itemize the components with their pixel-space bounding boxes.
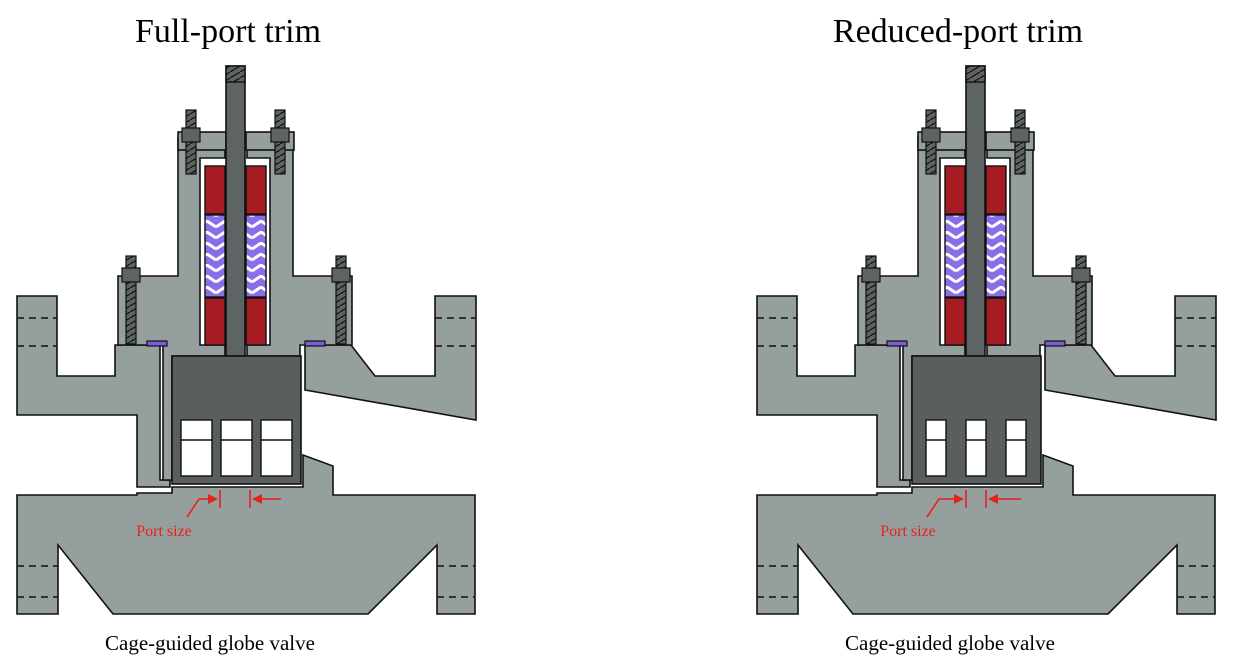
reduced-port-valve: Reduced-port trim Port size Cage-guided bbox=[756, 13, 1217, 655]
right-port-size-label: Port size bbox=[880, 523, 936, 540]
full-port-valve-body bbox=[16, 65, 477, 615]
right-panel-caption: Cage-guided globe valve bbox=[845, 631, 1055, 655]
left-port-size-label: Port size bbox=[136, 523, 192, 540]
reduced-port-size-arrows bbox=[926, 490, 1021, 518]
full-port-cage-windows bbox=[180, 419, 293, 477]
reduced-port-cage-windows bbox=[925, 419, 1027, 477]
full-port-valve: Full-port trim Port size Cage-guided glo… bbox=[16, 13, 477, 655]
left-panel-title: Full-port trim bbox=[135, 13, 321, 50]
reduced-port-valve-body bbox=[756, 65, 1217, 615]
right-panel-title: Reduced-port trim bbox=[833, 13, 1083, 50]
left-panel-caption: Cage-guided globe valve bbox=[105, 631, 315, 655]
